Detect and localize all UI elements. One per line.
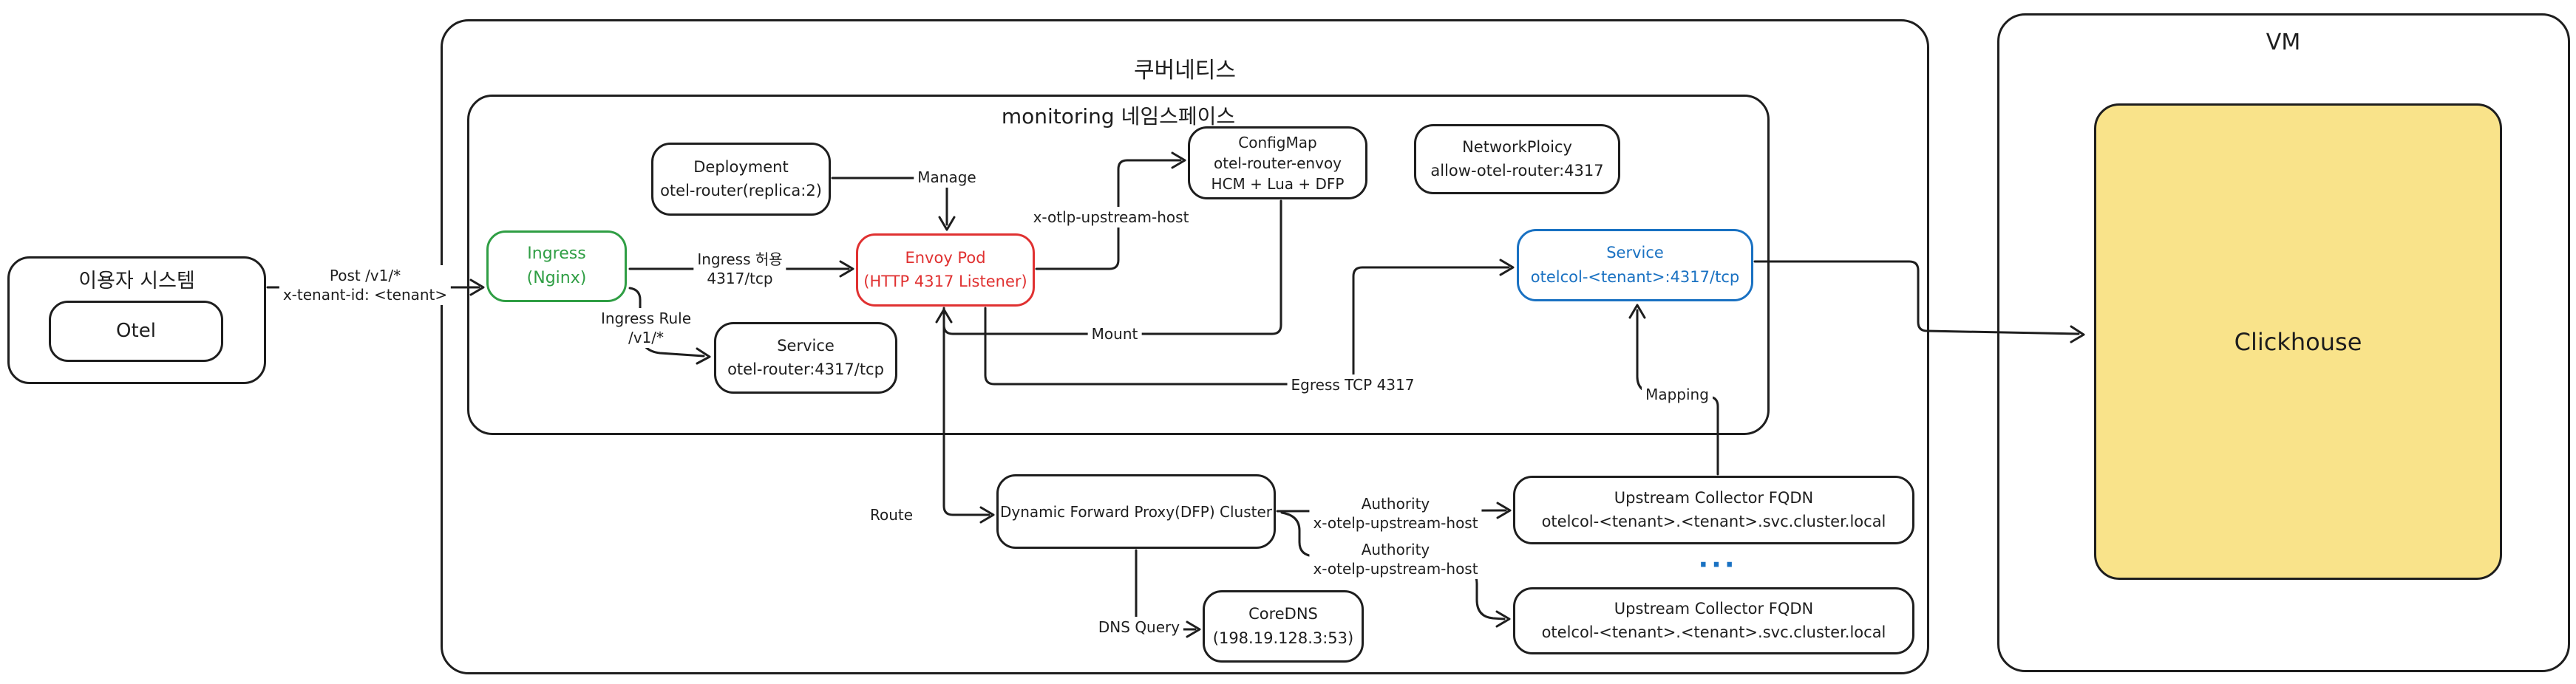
edge-label-route-line1: Route — [869, 506, 914, 524]
edge-post-arrowhead — [469, 278, 485, 296]
node-ingress[interactable]: Ingress (Nginx) — [486, 230, 627, 302]
node-network-policy[interactable]: NetworkPloicy allow-otel-router:4317 — [1414, 124, 1620, 194]
node-service-otelcol-line2: otelcol-<tenant>:4317/tcp — [1530, 267, 1740, 286]
edge-label-mapping-line1: Mapping — [1645, 386, 1709, 403]
edge-ingress-rule-arrowhead — [696, 347, 711, 365]
edge-label-egress: Egress TCP 4317 — [1287, 375, 1418, 395]
node-deployment-line2: otel-router(replica:2) — [660, 182, 822, 199]
node-ingress-line2: (Nginx) — [526, 269, 587, 287]
node-service-otel-router[interactable]: Service otel-router:4317/tcp — [714, 322, 897, 394]
container-monitoring-namespace[interactable] — [467, 95, 1770, 435]
edge-label-post-line2: x-tenant-id: <tenant> — [282, 286, 448, 304]
node-configmap-line1: ConfigMap — [1238, 133, 1317, 151]
edge-label-authority-bottom-line1: Authority — [1361, 541, 1430, 558]
edge-label-mount: Mount — [1087, 324, 1142, 344]
edge-x-otlp-arrowhead — [1171, 151, 1186, 169]
edge-label-ingress-rule-line2: /v1/* — [628, 329, 665, 346]
node-dfp-label: Dynamic Forward Proxy(DFP) Cluster — [999, 502, 1273, 521]
node-ingress-line1: Ingress — [527, 244, 586, 263]
node-configmap-line2: otel-router-envoy — [1213, 154, 1342, 172]
node-service-otelcol[interactable]: Service otelcol-<tenant>:4317/tcp — [1517, 229, 1753, 301]
edge-egress-line — [984, 266, 1510, 386]
edge-label-ingress-allow-line1: Ingress 허용 — [697, 250, 783, 268]
edge-label-mapping: Mapping — [1642, 384, 1713, 405]
node-fqdn-top[interactable]: Upstream Collector FQDN otelcol-<tenant>… — [1513, 476, 1914, 544]
vm-title: VM — [2266, 30, 2301, 55]
node-otel-label: Otel — [116, 319, 156, 342]
node-otel[interactable]: Otel — [49, 301, 223, 362]
node-fqdn-bottom-line2: otelcol-<tenant>.<tenant>.svc.cluster.lo… — [1541, 623, 1886, 641]
node-service-otelcol-line1: Service — [1606, 244, 1664, 262]
edge-ingress-allow-arrowhead — [839, 260, 854, 278]
node-coredns[interactable]: CoreDNS (198.19.128.3:53) — [1203, 590, 1364, 663]
edge-route-arrowhead — [979, 506, 995, 524]
edge-label-ingress-allow: Ingress 허용 4317/tcp — [693, 249, 786, 289]
edge-exit-line — [1753, 260, 2080, 335]
edge-authority-bottom-arrowhead — [1495, 610, 1511, 628]
edge-dns-query-arrowhead — [1186, 620, 1201, 638]
edge-mapping-arrowhead — [1628, 304, 1646, 319]
container-vm[interactable] — [1997, 13, 2570, 672]
edge-label-x-otlp-line1: x-otlp-upstream-host — [1033, 208, 1189, 226]
edge-label-route: Route — [866, 505, 917, 525]
edge-manage-arrowhead — [938, 216, 956, 231]
edge-label-ingress-rule: Ingress Rule /v1/* — [597, 308, 696, 348]
edge-label-x-otlp: x-otlp-upstream-host — [1029, 207, 1193, 228]
edge-authority-top-arrowhead — [1496, 502, 1512, 519]
edge-label-authority-bottom: Authority x-otelp-upstream-host — [1309, 539, 1482, 579]
edge-label-egress-line1: Egress TCP 4317 — [1291, 376, 1415, 394]
node-fqdn-top-line1: Upstream Collector FQDN — [1614, 488, 1814, 507]
node-configmap[interactable]: ConfigMap otel-router-envoy HCM + Lua + … — [1188, 126, 1367, 199]
node-coredns-line2: (198.19.128.3:53) — [1212, 629, 1354, 647]
edge-label-ingress-rule-line1: Ingress Rule — [600, 309, 692, 327]
edge-label-authority-top-line2: x-otelp-upstream-host — [1313, 514, 1478, 532]
node-deployment-line1: Deployment — [693, 157, 789, 176]
node-envoy-line2: (HTTP 4317 Listener) — [863, 273, 1027, 290]
edge-label-authority-bottom-line2: x-otelp-upstream-host — [1313, 560, 1478, 578]
edge-exit-arrowhead — [2070, 325, 2085, 343]
user-system-title: 이용자 시스템 — [78, 270, 195, 293]
edge-label-post-line1: Post /v1/* — [329, 267, 401, 284]
node-clickhouse[interactable]: Clickhouse — [2094, 103, 2502, 580]
edge-label-authority-top: Authority x-otelp-upstream-host — [1309, 493, 1482, 533]
edge-label-dns-query: DNS Query — [1094, 617, 1184, 637]
namespace-title: monitoring 네임스페이스 — [1001, 104, 1236, 129]
edge-route-line — [942, 307, 990, 516]
edge-label-manage-line1: Manage — [917, 168, 976, 186]
edge-label-post: Post /v1/* x-tenant-id: <tenant> — [279, 265, 452, 305]
node-network-policy-line2: allow-otel-router:4317 — [1430, 162, 1604, 179]
ellipsis-more-fqdn: ... — [1698, 543, 1738, 574]
edge-label-ingress-allow-line2: 4317/tcp — [707, 270, 773, 287]
node-fqdn-bottom-line1: Upstream Collector FQDN — [1614, 599, 1814, 618]
node-coredns-line1: CoreDNS — [1248, 605, 1318, 623]
node-service-router-line1: Service — [777, 336, 835, 355]
edge-egress-arrowhead — [1499, 259, 1515, 276]
node-envoy-pod[interactable]: Envoy Pod (HTTP 4317 Listener) — [856, 233, 1035, 307]
node-deployment[interactable]: Deployment otel-router(replica:2) — [651, 143, 831, 216]
node-configmap-line3: HCM + Lua + DFP — [1211, 174, 1345, 193]
edge-label-authority-top-line1: Authority — [1361, 495, 1430, 513]
node-network-policy-line1: NetworkPloicy — [1462, 137, 1572, 156]
node-fqdn-bottom[interactable]: Upstream Collector FQDN otelcol-<tenant>… — [1513, 587, 1914, 654]
kubernetes-title: 쿠버네티스 — [1134, 58, 1236, 83]
edge-label-mount-line1: Mount — [1091, 325, 1138, 343]
container-kubernetes[interactable] — [441, 19, 1929, 674]
edge-label-manage: Manage — [914, 167, 980, 188]
node-fqdn-top-line2: otelcol-<tenant>.<tenant>.svc.cluster.lo… — [1541, 513, 1886, 530]
node-envoy-line1: Envoy Pod — [905, 248, 986, 267]
node-dfp-cluster[interactable]: Dynamic Forward Proxy(DFP) Cluster — [996, 474, 1276, 549]
edge-label-dns-query-line1: DNS Query — [1098, 618, 1180, 636]
container-user-system[interactable] — [7, 256, 266, 384]
clickhouse-label: Clickhouse — [2234, 327, 2362, 356]
node-service-router-line2: otel-router:4317/tcp — [727, 360, 884, 378]
